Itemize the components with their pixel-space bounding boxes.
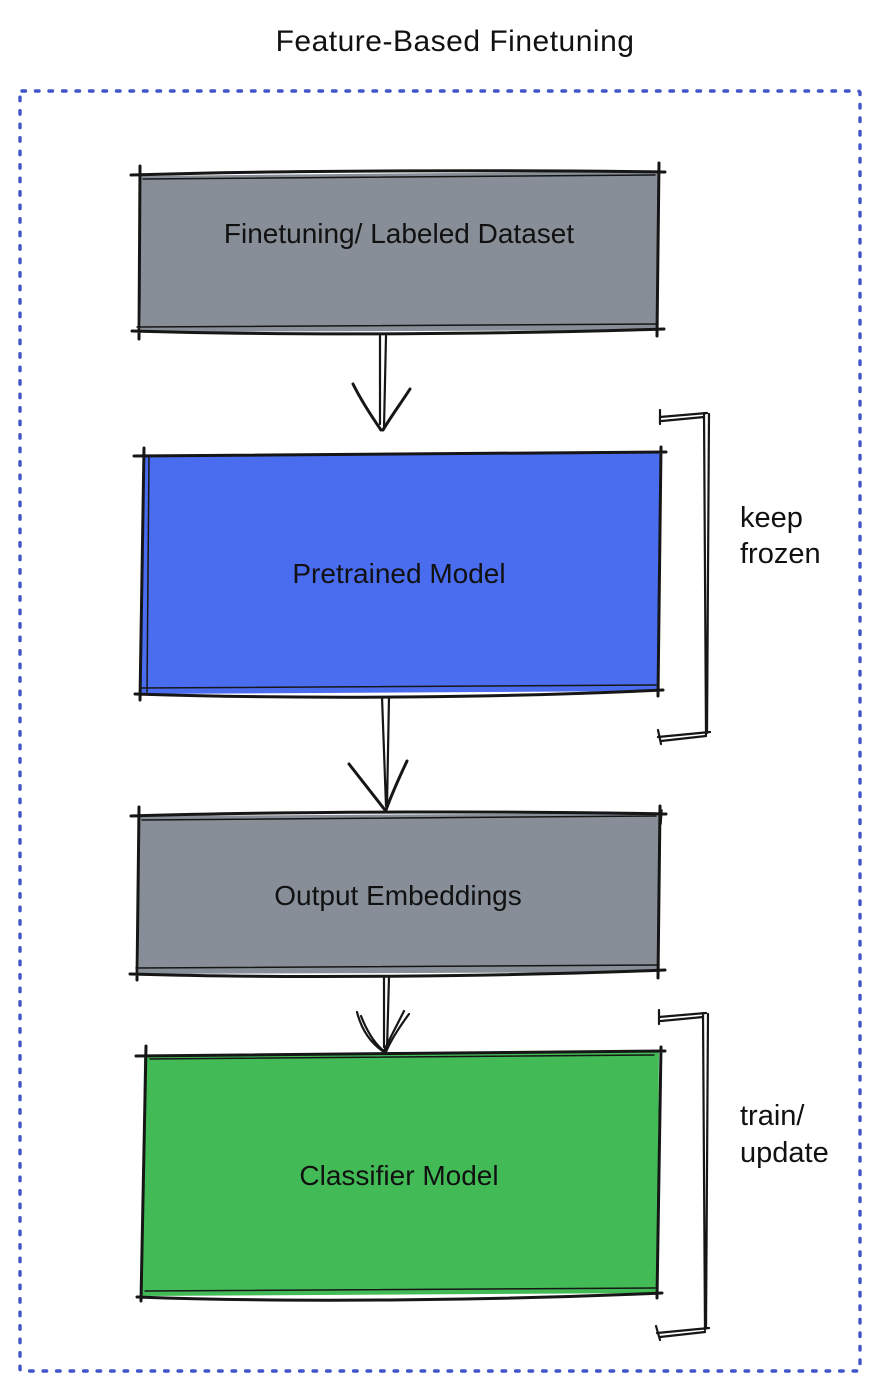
node-outline-overdraw bbox=[139, 455, 657, 693]
node-outline-sketch bbox=[132, 445, 668, 702]
page-title: Feature-Based Finetuning bbox=[276, 25, 635, 58]
arrow-embeddings-to-classifier bbox=[355, 975, 411, 1054]
node-finetuning-labeled-dataset: Finetuning/ Labeled Dataset bbox=[129, 161, 667, 341]
node-outline-sketch bbox=[128, 804, 668, 982]
node-label: Pretrained Model bbox=[292, 558, 505, 589]
arrow-shaft bbox=[378, 334, 388, 430]
node-label: Classifier Model bbox=[299, 1160, 498, 1191]
node-output-embeddings: Output Embeddings bbox=[128, 804, 668, 982]
node-label: Output Embeddings bbox=[274, 880, 522, 911]
node-pretrained-model: Pretrained Model bbox=[132, 445, 668, 702]
arrow-head bbox=[355, 1009, 411, 1054]
arrow-shaft bbox=[382, 975, 391, 1051]
annotation-frozen: frozen bbox=[740, 538, 821, 570]
node-outline-overdraw bbox=[135, 809, 663, 969]
annotation-train: train/ bbox=[740, 1100, 805, 1132]
annotation-update: update bbox=[740, 1137, 829, 1169]
node-fill bbox=[139, 171, 659, 332]
node-outline-overdraw bbox=[144, 1054, 660, 1292]
bracket-lines bbox=[654, 1008, 711, 1342]
node-outline-sketch bbox=[129, 161, 667, 341]
dashed-frame-border bbox=[18, 89, 862, 1373]
node-fill bbox=[141, 453, 660, 694]
bracket-lines bbox=[656, 408, 712, 746]
train-update-bracket: train/ update bbox=[654, 1008, 829, 1342]
node-classifier-model: Classifier Model bbox=[134, 1044, 667, 1303]
arrow-pretrained-to-embeddings bbox=[347, 695, 409, 812]
node-outline-overdraw bbox=[136, 174, 659, 328]
node-label: Finetuning/ Labeled Dataset bbox=[224, 218, 574, 249]
keep-frozen-bracket: keep frozen bbox=[656, 408, 821, 746]
arrow-head bbox=[347, 759, 409, 812]
node-fill bbox=[138, 813, 660, 974]
node-fill bbox=[142, 1052, 659, 1296]
arrow-dataset-to-pretrained bbox=[351, 334, 412, 432]
arrow-shaft bbox=[380, 695, 391, 808]
annotation-keep: keep bbox=[740, 502, 803, 534]
arrow-head bbox=[351, 382, 412, 432]
